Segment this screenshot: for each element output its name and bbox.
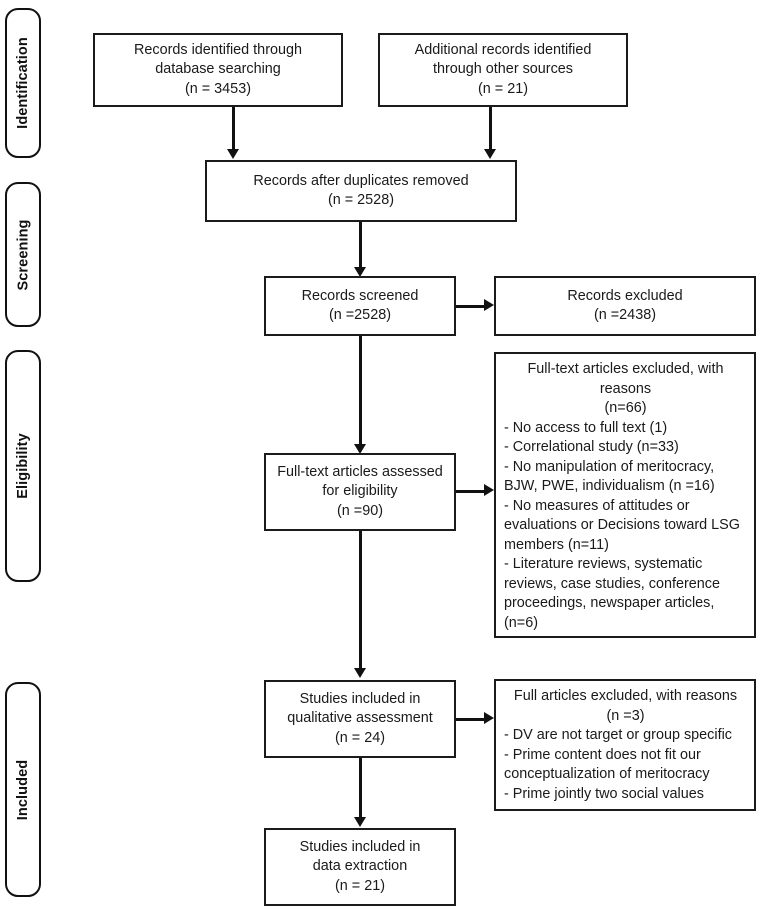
box-records-identified-line-1: Records identified through <box>134 41 302 58</box>
box-additional-records-line-1: Additional records identified <box>414 41 592 58</box>
box-fulltext-assessed-line-3: (n =90) <box>337 502 383 519</box>
connector-fulltext-to-qualitative <box>359 531 362 671</box>
box-fulltext-excluded-reason-2: - Correlational study (n=33) <box>504 439 679 455</box>
stage-pill-eligibility-label: Eligibility <box>15 433 31 499</box>
box-additional-records: Additional records identified through ot… <box>378 33 628 107</box>
box-duplicates-removed-line-1: Records after duplicates removed <box>253 172 469 189</box>
box-records-screened: Records screened (n =2528) <box>264 276 456 336</box>
box-fulltext-excluded: Full-text articles excluded, with reason… <box>494 352 756 638</box>
stage-pill-screening: Screening <box>5 182 41 327</box>
box-fulltext-excluded-reason-1: - No access to full text (1) <box>504 419 668 436</box>
box-records-screened-line-2: (n =2528) <box>328 307 391 323</box>
box-fulltext-excluded-head-3: (n=66) <box>604 400 647 416</box>
connector-qualitative-to-extraction <box>359 758 362 820</box>
box-data-extraction: Studies included in data extraction (n =… <box>264 828 456 906</box>
box-fulltext-assessed-line-2: for eligibility <box>322 483 398 500</box>
box-qualitative-assessment: Studies included in qualitative assessme… <box>264 680 456 758</box>
box-qualitative-assessment-line-3: (n = 24) <box>335 729 385 746</box>
box-data-extraction-line-1: Studies included in <box>299 838 421 855</box>
box-data-extraction-line-2: data extraction <box>312 858 408 875</box>
connector-duplicates-to-screened <box>359 222 362 270</box>
stage-pill-identification: Identification <box>5 8 41 158</box>
stage-pill-eligibility: Eligibility <box>5 350 41 582</box>
box-records-identified-line-2: database searching <box>155 61 281 78</box>
box-fulltext-excluded-head-1: Full-text articles excluded, with <box>527 361 724 377</box>
box-full-articles-excluded: Full articles excluded, with reasons (n … <box>494 679 756 811</box>
arrowhead-duplicates-to-screened <box>354 267 366 277</box>
connector-fulltext-to-excluded <box>456 490 486 493</box>
box-fulltext-excluded-reason-5: - Literature reviews, systematic reviews… <box>504 556 724 631</box>
box-records-identified: Records identified through database sear… <box>93 33 343 107</box>
box-full-articles-excluded-reason-1: - DV are not target or group specific <box>504 727 732 743</box>
box-records-excluded-line-2: (n =2438) <box>593 307 656 323</box>
box-duplicates-removed-line-2: (n = 2528) <box>327 192 394 208</box>
box-data-extraction-line-3: (n = 21) <box>335 877 385 894</box>
arrowhead-qualitative-to-excluded <box>484 712 494 724</box>
connector-screened-to-excluded <box>456 305 486 308</box>
box-fulltext-excluded-reason-4: - No measures of attitudes or evaluation… <box>504 497 744 553</box>
stage-pill-included: Included <box>5 682 41 897</box>
arrowhead-qualitative-to-extraction <box>354 817 366 827</box>
box-records-screened-line-1: Records screened <box>301 287 419 304</box>
box-records-excluded: Records excluded (n =2438) <box>494 276 756 336</box>
box-records-identified-line-3: (n = 3453) <box>184 80 251 97</box>
arrowhead-identified-to-duplicates <box>227 149 239 159</box>
box-qualitative-assessment-line-1: Studies included in <box>299 690 421 707</box>
box-qualitative-assessment-line-2: qualitative assessment <box>287 710 433 727</box>
box-fulltext-excluded-reason-3: - No manipulation of meritocracy, BJW, P… <box>504 458 719 495</box>
connector-qualitative-to-excluded <box>456 718 486 721</box>
connector-additional-to-duplicates <box>489 107 492 151</box>
arrowhead-screened-to-fulltext <box>354 444 366 454</box>
box-fulltext-excluded-head-2: reasons <box>599 380 652 397</box>
arrowhead-additional-to-duplicates <box>484 149 496 159</box>
box-additional-records-line-2: through other sources <box>433 61 573 78</box>
arrowhead-fulltext-to-qualitative <box>354 668 366 678</box>
box-full-articles-excluded-reason-2: - Prime content does not fit our concept… <box>504 746 710 783</box>
stage-pill-identification-label: Identification <box>15 37 31 129</box>
stage-pill-included-label: Included <box>15 759 32 820</box>
box-fulltext-assessed-line-1: Full-text articles assessed <box>277 463 443 480</box>
connector-identified-to-duplicates <box>232 107 235 151</box>
box-records-excluded-line-1: Records excluded <box>567 287 683 304</box>
stage-pill-screening-label: Screening <box>15 218 32 291</box>
box-full-articles-excluded-reason-3: - Prime jointly two social values <box>504 785 704 802</box>
arrowhead-screened-to-excluded <box>484 299 494 311</box>
box-duplicates-removed: Records after duplicates removed (n = 25… <box>205 160 517 222</box>
box-additional-records-line-3: (n = 21) <box>478 80 528 97</box>
arrowhead-fulltext-to-excluded <box>484 484 494 496</box>
box-full-articles-excluded-head-2: (n =3) <box>606 707 645 724</box>
connector-screened-to-fulltext <box>359 336 362 448</box>
box-full-articles-excluded-head-1: Full articles excluded, with reasons <box>513 688 738 704</box>
box-fulltext-assessed: Full-text articles assessed for eligibil… <box>264 453 456 531</box>
